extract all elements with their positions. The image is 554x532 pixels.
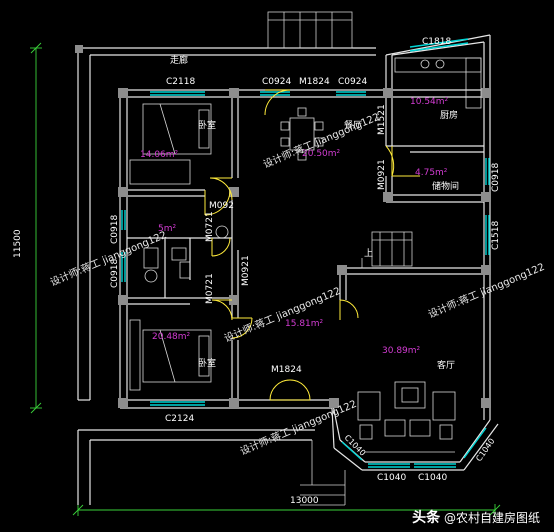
opening-label-m0721-a: M0721 (205, 211, 215, 242)
opening-label-m092: M092 (209, 201, 234, 211)
opening-label-c2118: C2118 (166, 77, 195, 87)
stair (361, 231, 413, 269)
room-area-storage: 4.75m² (415, 168, 448, 178)
footer-brand: 头条 (412, 510, 441, 526)
room-area-kitchen: 10.54m² (410, 97, 449, 107)
room-name-bedroom-north: 卧室 (198, 119, 216, 131)
dimension-width: 13000 (290, 496, 319, 506)
room-name-corridor: 走廊 (170, 54, 188, 66)
footer-account: @农村自建房图纸 (443, 511, 540, 525)
opening-label-c1818: C1818 (422, 37, 451, 47)
corridor-outline (75, 45, 376, 505)
furniture (129, 57, 482, 453)
watermark-3: 设计师:蒋工 jianggong122 (222, 284, 342, 345)
room-name-living: 客厅 (437, 359, 455, 371)
room-area-dining: 20.50m² (302, 149, 341, 159)
room-area-bath: 5m² (158, 224, 176, 234)
opening-label-m1824-top: M1824 (299, 77, 330, 87)
opening-label-c1518: C1518 (491, 221, 501, 250)
entrance-steps-top (267, 11, 353, 49)
watermark-1: 设计师:蒋工 jianggong122 (261, 110, 381, 171)
room-area-bedroom-north: 14.06m² (140, 150, 179, 160)
opening-label-m0921-storage: M0921 (377, 159, 387, 190)
opening-label-c0924-b: C0924 (338, 77, 367, 87)
room-name-kitchen: 厨房 (440, 109, 458, 121)
opening-label-m0921-bath: M0921 (241, 255, 251, 286)
opening-label-c1040-c: C1040 (418, 473, 447, 483)
opening-label-c0924-a: C0924 (262, 77, 291, 87)
opening-label-c0918-left-a: C0918 (110, 215, 120, 244)
opening-label-m0721-b: M0721 (205, 273, 215, 304)
footer-attribution: 头条 @农村自建房图纸 (412, 507, 540, 527)
room-name-storage: 储物间 (432, 180, 459, 192)
windows (121, 38, 490, 468)
room-area-hall: 15.81m² (285, 319, 324, 329)
columns (118, 88, 491, 408)
opening-label-c0918-right: C0918 (491, 163, 501, 192)
opening-label-m1824-bottom: M1824 (271, 365, 302, 375)
watermark-2: 设计师:蒋工 jianggong122 (48, 228, 168, 289)
opening-label-c1040-d: C1040 (474, 437, 496, 463)
opening-label-c0918-left-b: C0918 (110, 259, 120, 288)
opening-label-c2124: C2124 (165, 414, 194, 424)
opening-label-m1521: M1521 (377, 104, 387, 135)
doors (204, 89, 420, 401)
room-name-bedroom-south: 卧室 (198, 357, 216, 369)
dimension-height: 11500 (13, 229, 23, 258)
room-area-living: 30.89m² (382, 346, 421, 356)
stair-up-mark: 上 (364, 248, 373, 259)
watermark-5: 设计师:蒋工 jianggong122 (238, 397, 358, 458)
dimension-lines (30, 42, 501, 516)
room-area-bedroom-south: 20.48m² (152, 332, 191, 342)
room-name-dining: 餐厅 (344, 119, 362, 131)
opening-label-c1040-b: C1040 (377, 473, 406, 483)
